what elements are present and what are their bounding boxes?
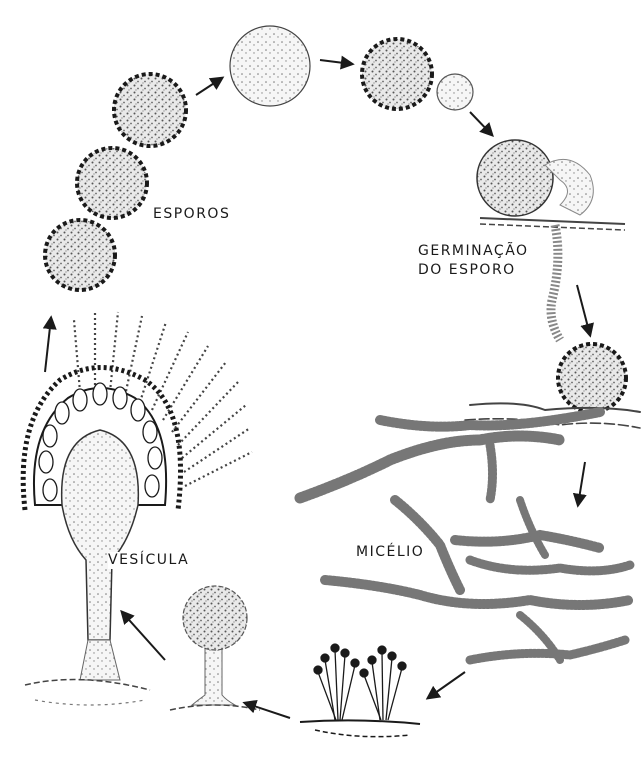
spore-on-substrate bbox=[558, 344, 626, 412]
spore-2 bbox=[77, 148, 147, 218]
spore-3 bbox=[114, 74, 186, 146]
arrow-mature-to-spores bbox=[45, 318, 51, 372]
arrow-tufts-to-young bbox=[245, 703, 290, 718]
spore-chain bbox=[45, 74, 186, 290]
arrow-free-to-swelling bbox=[320, 60, 352, 64]
label-germinacao-line2: DO ESPORO bbox=[418, 262, 516, 279]
label-esporos: ESPOROS bbox=[153, 206, 230, 223]
arrow-chain-to-free-spore bbox=[196, 78, 222, 95]
arrow-swelling-to-germinating bbox=[470, 112, 492, 135]
mycelium bbox=[300, 403, 640, 660]
arrow-young-to-mature bbox=[122, 612, 165, 660]
arrow-germination-to-substrate bbox=[577, 285, 590, 335]
conidiophore-tufts bbox=[300, 644, 420, 737]
spore-1 bbox=[45, 220, 115, 290]
label-vesicula: VESÍCULA bbox=[108, 552, 189, 569]
young-conidiophore bbox=[170, 586, 260, 710]
arrow-substrate-to-mycelium bbox=[578, 462, 585, 505]
swelling-spore bbox=[362, 39, 473, 110]
label-micelio: MICÉLIO bbox=[356, 544, 424, 561]
germinating-spore bbox=[477, 140, 625, 340]
arrow-mycelium-to-tufts bbox=[428, 672, 465, 698]
free-spore bbox=[230, 26, 310, 106]
label-germinacao-line1: GERMINAÇÃO bbox=[418, 243, 529, 260]
